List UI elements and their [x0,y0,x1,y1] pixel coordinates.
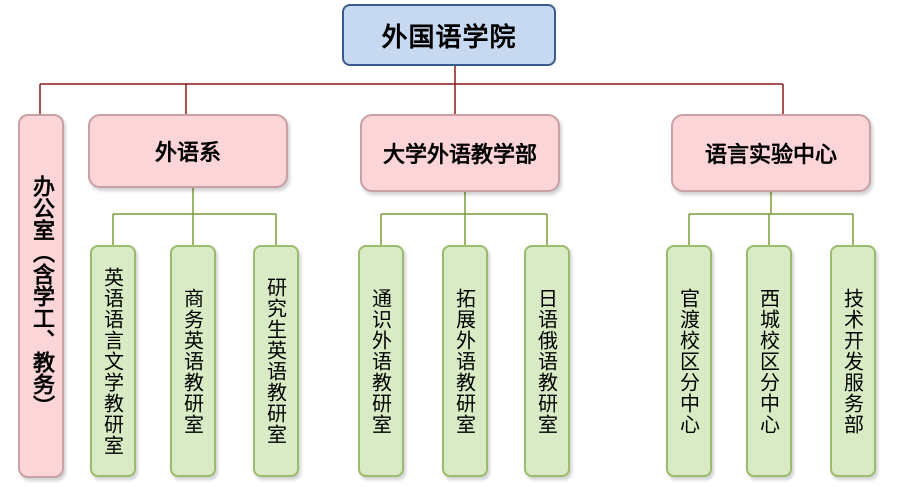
sub-connectors [112,188,854,245]
subunit-node: 官渡校区分中心 [666,245,712,477]
subunit-label: 通识外语教研室 [368,287,393,435]
root-label: 外国语学院 [381,22,517,53]
subunit-label: 拓展外语教研室 [452,287,477,435]
root-node: 外国语学院 [342,4,556,66]
subunit-label: 官渡校区分中心 [676,287,701,435]
office-node: 办公室（含学工、教务） [18,114,64,478]
dept-node-college-foreign-language: 大学外语教学部 [360,114,560,192]
dept-label: 外语系 [154,141,221,166]
dept-node-language-lab-center: 语言实验中心 [671,114,871,192]
subunit-label: 商务英语教研室 [180,287,205,435]
office-label: 办公室（含学工、教务） [29,175,54,417]
subunit-label: 研究生英语教研室 [263,277,288,445]
subunit-node: 英语语言文学教研室 [90,245,136,477]
top-connector [39,66,784,114]
dept-label: 语言实验中心 [704,143,837,168]
subunit-label: 技术开发服务部 [840,287,865,435]
subunit-node: 技术开发服务部 [830,245,876,477]
dept-label: 大学外语教学部 [382,143,537,168]
subunit-label: 日语俄语教研室 [534,287,559,435]
subunit-node: 商务英语教研室 [170,245,216,477]
subunit-node: 拓展外语教研室 [442,245,488,477]
subunit-node: 西城校区分中心 [746,245,792,477]
subunit-node: 日语俄语教研室 [524,245,570,477]
subunit-label: 英语语言文学教研室 [100,266,125,456]
subunit-node: 研究生英语教研室 [253,245,299,477]
subunit-label: 西城校区分中心 [756,287,781,435]
subunit-node: 通识外语教研室 [358,245,404,477]
dept-node-foreign-languages: 外语系 [88,114,288,188]
